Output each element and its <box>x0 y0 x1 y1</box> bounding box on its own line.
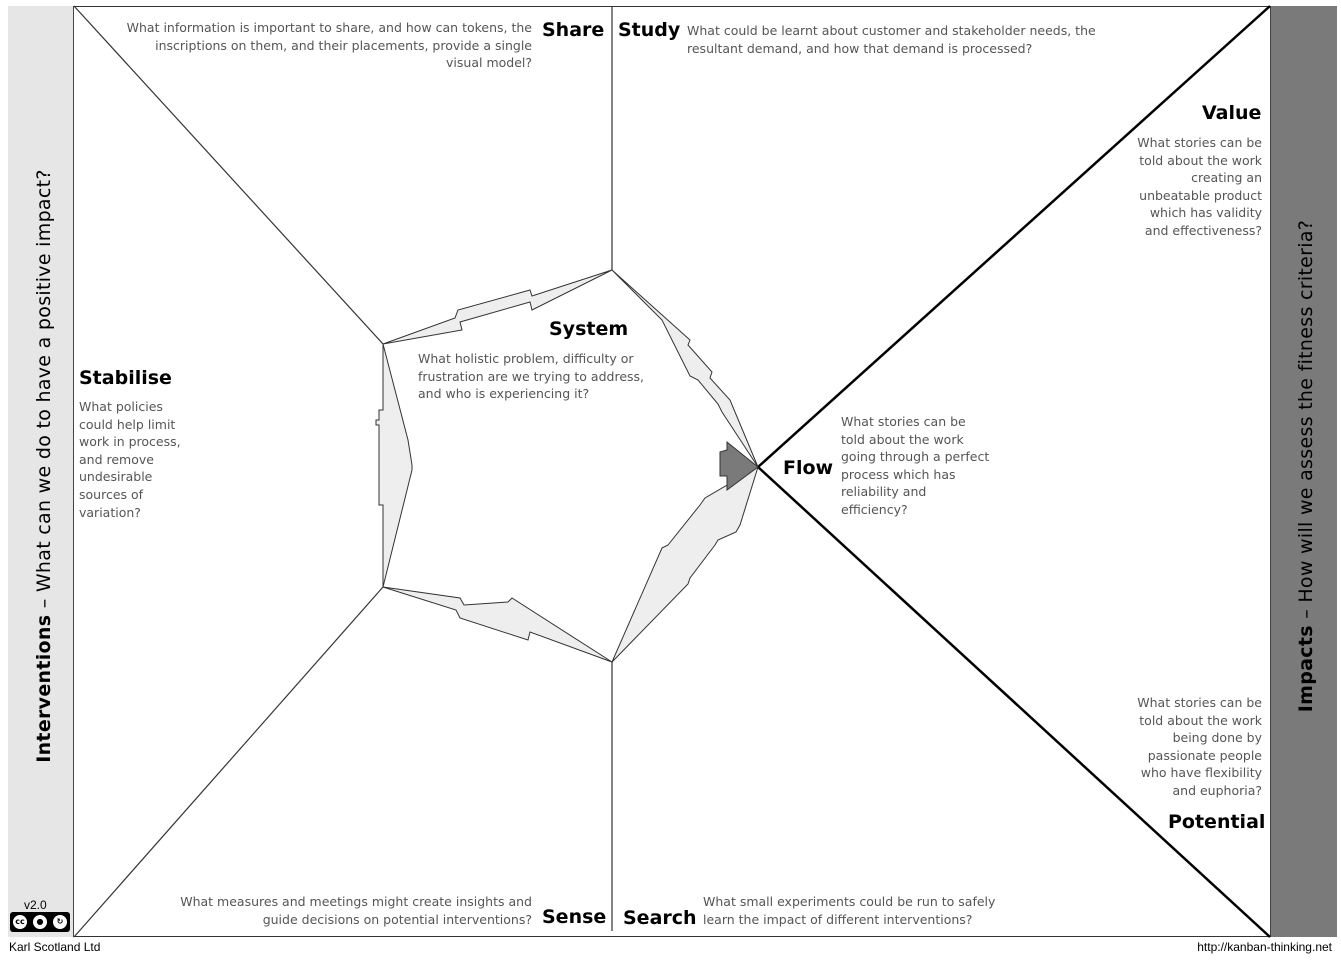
by-icon: ● <box>32 914 48 930</box>
footer-url[interactable]: http://kanban-thinking.net <box>1197 940 1332 954</box>
study-question: What could be learnt about customer and … <box>687 23 1096 56</box>
search-question: What small experiments could be run to s… <box>703 894 996 927</box>
sense-divider-line <box>73 586 384 938</box>
stabilise-title: Stabilise <box>79 367 172 389</box>
flow-title: Flow <box>783 457 834 479</box>
value-title: Value <box>1202 102 1262 124</box>
canvas-frame <box>8 6 1337 937</box>
license-badge[interactable]: cc ● ↻ <box>10 912 70 932</box>
search-title: Search <box>623 907 697 929</box>
value-question: What stories can be told about the work … <box>1137 135 1262 238</box>
potential-axis-line <box>757 466 1271 938</box>
flow-question: What stories can be told about the work … <box>841 414 990 517</box>
sense-to-share-arrow <box>375 343 413 588</box>
share-question: What information is important to share, … <box>126 20 532 71</box>
sense-question: What measures and meetings might create … <box>180 894 532 927</box>
sense-title: Sense <box>542 906 607 928</box>
share-divider-line <box>73 5 384 345</box>
value-axis-line <box>757 5 1271 468</box>
interventions-band <box>8 6 74 937</box>
search-to-sense-arrow <box>382 586 613 663</box>
version-label: v2.0 <box>24 898 47 912</box>
footer-company: Karl Scotland Ltd <box>9 940 101 954</box>
system-question: What holistic problem, difficulty or fru… <box>418 351 645 402</box>
flow-marker <box>719 440 759 491</box>
share-title: Share <box>542 19 605 41</box>
flow-to-search-arrow <box>611 465 759 663</box>
cc-icon: cc <box>12 914 28 930</box>
potential-question: What stories can be told about the work … <box>1137 695 1262 798</box>
potential-title: Potential <box>1168 811 1266 833</box>
system-title: System <box>549 318 629 340</box>
impacts-band <box>1270 6 1337 937</box>
stabilise-question: What policies could help limit work in p… <box>79 399 181 520</box>
study-title: Study <box>618 19 681 41</box>
sa-icon: ↻ <box>52 914 68 930</box>
